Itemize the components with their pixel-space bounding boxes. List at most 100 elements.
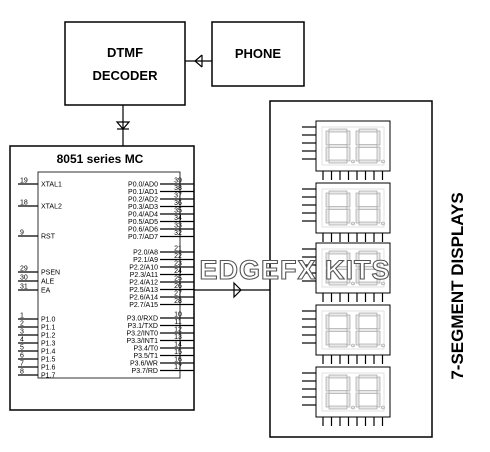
pin-number: 30 xyxy=(20,275,28,282)
pin-number: 31 xyxy=(20,284,28,291)
pin-number: 24 xyxy=(174,268,182,275)
pin-label: PSEN xyxy=(41,270,60,277)
pin-label: P3.7/RD xyxy=(132,368,158,375)
seven-segment-display xyxy=(302,182,391,242)
pin-number: 12 xyxy=(174,327,182,334)
pin-number: 8 xyxy=(20,369,24,376)
pin-number: 17 xyxy=(174,364,182,371)
pin-number: 29 xyxy=(20,266,28,273)
pin-label: P0.3/AD3 xyxy=(128,204,158,211)
pin-label: P1.0 xyxy=(41,317,56,324)
pin-label: P2.4/A12 xyxy=(129,280,158,287)
pin-label: P2.3/A11 xyxy=(130,272,158,279)
dtmf-to-mcu-connection xyxy=(115,105,131,146)
pin-number: 7 xyxy=(20,361,24,368)
mcu-left-pins: 19XTAL118XTAL29RST29PSEN30ALE31EA1P1.02P… xyxy=(18,178,62,380)
mcu-left-pin: 3P1.2 xyxy=(18,329,56,340)
pin-label: P1.2 xyxy=(41,333,56,340)
pin-number: 15 xyxy=(174,349,182,356)
display-units xyxy=(302,120,391,426)
pin-number: 39 xyxy=(174,178,182,185)
dtmf-label-line1: DTMF xyxy=(107,45,143,60)
pin-label: P0.0/AD0 xyxy=(128,182,158,189)
mcu-left-pin: 1P1.0 xyxy=(18,313,56,324)
pin-number: 37 xyxy=(174,193,182,200)
pin-label: P2.7/A15 xyxy=(129,302,158,309)
pin-number: 35 xyxy=(174,208,182,215)
pin-label: P2.1/A9 xyxy=(133,257,158,264)
seven-segment-display xyxy=(302,366,391,426)
pin-label: P0.2/AD2 xyxy=(128,197,158,204)
pin-number: 33 xyxy=(174,223,182,230)
pin-number: 3 xyxy=(20,329,24,336)
pin-number: 10 xyxy=(174,312,182,319)
mcu-block: 8051 series MC 19XTAL118XTAL29RST29PSEN3… xyxy=(9,145,195,411)
pin-label: P3.0/RXD xyxy=(127,316,158,323)
seven-segment-display xyxy=(302,120,391,180)
pin-label: EA xyxy=(41,288,51,295)
pin-number: 22 xyxy=(174,253,182,260)
connector-arrow-icon xyxy=(233,281,242,299)
pin-number: 25 xyxy=(174,276,182,283)
pin-number: 6 xyxy=(20,353,24,360)
pin-number: 16 xyxy=(174,357,182,364)
dtmf-decoder-block: DTMF DECODER xyxy=(64,21,186,106)
dtmf-label-line2: DECODER xyxy=(92,68,158,83)
pin-number: 14 xyxy=(174,342,182,349)
displays-label: 7-SEGMENT DISPLAYS xyxy=(448,192,467,379)
pin-number: 26 xyxy=(174,283,182,290)
pin-number: 27 xyxy=(174,291,182,298)
pin-number: 34 xyxy=(174,215,182,222)
pin-number: 32 xyxy=(174,230,182,237)
connector-arrow-icon xyxy=(115,121,131,130)
pin-label: P3.3/INT1 xyxy=(126,338,158,345)
pin-label: P3.5/T1 xyxy=(133,353,158,360)
pin-number: 4 xyxy=(20,337,24,344)
pin-label: P1.7 xyxy=(41,373,56,380)
pin-number: 2 xyxy=(20,321,24,328)
pin-label: RST xyxy=(41,234,56,241)
phone-to-dtmf-connection xyxy=(185,54,212,68)
pin-label: P1.5 xyxy=(41,357,56,364)
pin-label: P1.1 xyxy=(41,325,56,332)
pin-label: XTAL1 xyxy=(41,182,62,189)
pin-label: P2.5/A13 xyxy=(129,287,158,294)
mcu-to-displays-connection xyxy=(194,281,270,299)
pin-number: 1 xyxy=(20,313,24,320)
displays-panel xyxy=(269,100,433,438)
pin-number: 5 xyxy=(20,345,24,352)
pin-number: 23 xyxy=(174,261,182,268)
phone-block: PHONE xyxy=(211,21,305,87)
watermark-text: EDGEFX KITS xyxy=(199,255,390,285)
pin-number: 18 xyxy=(20,200,28,207)
pin-label: P3.6/WR xyxy=(130,361,158,368)
pin-number: 11 xyxy=(174,319,181,326)
connector-arrow-icon xyxy=(194,54,203,68)
pin-number: 9 xyxy=(20,230,24,237)
phone-label: PHONE xyxy=(235,46,282,61)
seven-segment-display xyxy=(302,242,391,302)
pin-number: 21 xyxy=(174,246,182,253)
mcu-left-pin: 4P1.3 xyxy=(18,337,56,348)
